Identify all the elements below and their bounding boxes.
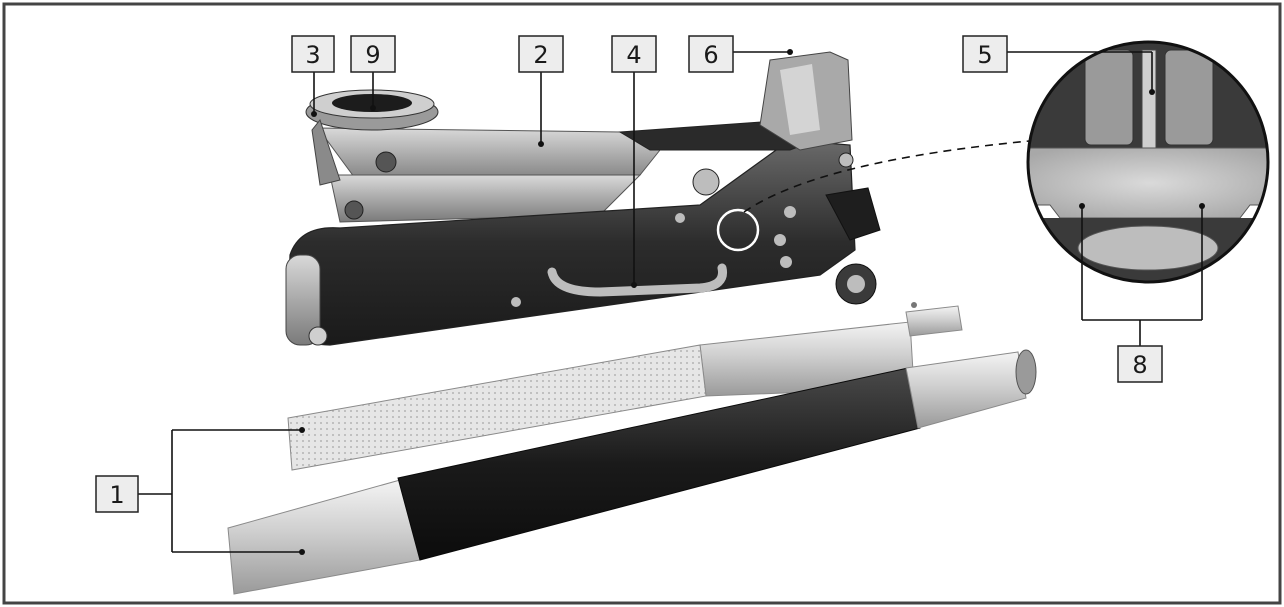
callout-label: 4 xyxy=(626,41,641,69)
rear-caster-hub xyxy=(847,275,865,293)
front-roller xyxy=(285,254,321,346)
handle-pin xyxy=(911,302,917,308)
callout-3: 3 xyxy=(291,35,335,73)
callout-label: 3 xyxy=(305,41,320,69)
handle-lower-cap xyxy=(1015,349,1037,395)
callout-4: 4 xyxy=(611,35,657,73)
bolt xyxy=(780,256,792,268)
handle-lower-grip xyxy=(397,367,921,561)
handle-lower-end xyxy=(905,351,1027,429)
handle-upper-knurl xyxy=(287,344,707,471)
callout-label: 6 xyxy=(703,41,718,69)
saddle-pad xyxy=(332,94,412,112)
bolt xyxy=(511,297,521,307)
callout-6: 6 xyxy=(688,35,734,73)
handle-upper-tip xyxy=(905,305,963,337)
saddle-post xyxy=(311,118,341,186)
callout-2: 2 xyxy=(518,35,564,73)
center-nut xyxy=(692,168,720,196)
callout-label: 2 xyxy=(533,41,548,69)
callout-1: 1 xyxy=(95,475,139,513)
detail-marker xyxy=(716,208,760,252)
callout-5: 5 xyxy=(962,35,1008,73)
handle-lower xyxy=(227,349,1037,595)
bolt xyxy=(774,234,786,246)
handle-socket-face xyxy=(780,64,820,135)
detail-view xyxy=(743,40,1270,284)
callout-label: 9 xyxy=(365,41,380,69)
bolt xyxy=(675,213,685,223)
carry-handle xyxy=(547,263,728,297)
callout-9: 9 xyxy=(350,35,396,73)
floor-jack xyxy=(285,51,881,346)
callout-8: 8 xyxy=(1117,345,1163,383)
pivot-bolt xyxy=(375,151,397,173)
callout-label: 5 xyxy=(977,41,992,69)
rear-caster-mount xyxy=(825,187,881,241)
pivot-bolt xyxy=(344,200,364,220)
detail-circle xyxy=(1026,40,1270,284)
handle-upper xyxy=(287,302,963,471)
front-wheel xyxy=(308,326,328,346)
callout-label: 1 xyxy=(109,481,124,509)
detail-dashed-leader xyxy=(743,139,1041,213)
leader-lines xyxy=(138,49,1205,555)
release-valve xyxy=(838,152,854,168)
bolt xyxy=(784,206,796,218)
callout-label: 8 xyxy=(1132,351,1147,379)
